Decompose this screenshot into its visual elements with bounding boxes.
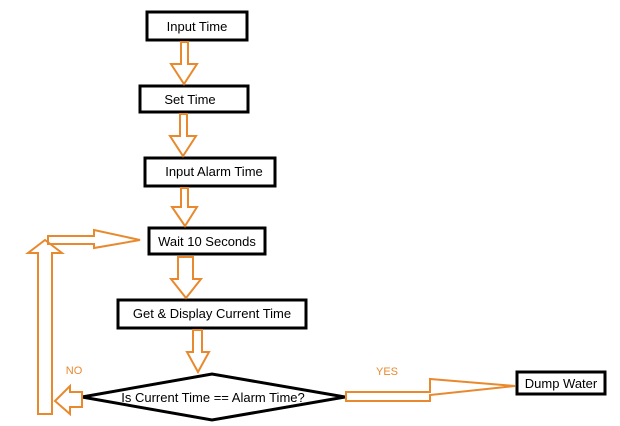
node-dump-water: Dump Water (515, 370, 607, 396)
edge-label-no: NO (66, 365, 83, 377)
node-dump-water-label: Dump Water (525, 376, 598, 391)
arrow-input-to-set (169, 41, 199, 86)
arrow-wait-to-get (168, 256, 204, 300)
edge-label-yes: YES (376, 366, 398, 378)
node-set-time-label: Set Time (164, 92, 215, 107)
arrow-get-to-decision (185, 329, 211, 375)
arrow-no (53, 383, 83, 417)
node-wait-label: Wait 10 Seconds (158, 234, 256, 249)
node-input-alarm-time: Input Alarm Time (143, 156, 277, 188)
node-input-time: Input Time (145, 10, 249, 42)
node-input-time-label: Input Time (167, 19, 228, 34)
node-get-display-label: Get & Display Current Time (133, 306, 291, 321)
arrow-loop-up (25, 238, 65, 415)
node-get-display: Get & Display Current Time (116, 298, 308, 330)
node-wait: Wait 10 Seconds (147, 226, 267, 256)
arrow-set-to-alarm (168, 113, 198, 158)
arrow-loop-right (47, 228, 141, 250)
node-input-alarm-time-label: Input Alarm Time (165, 164, 263, 179)
node-set-time: Set Time (138, 84, 250, 114)
node-decision: Is Current Time == Alarm Time? (81, 372, 346, 422)
arrow-yes (345, 377, 516, 402)
node-decision-label: Is Current Time == Alarm Time? (121, 390, 305, 405)
arrow-alarm-to-wait (170, 187, 199, 228)
